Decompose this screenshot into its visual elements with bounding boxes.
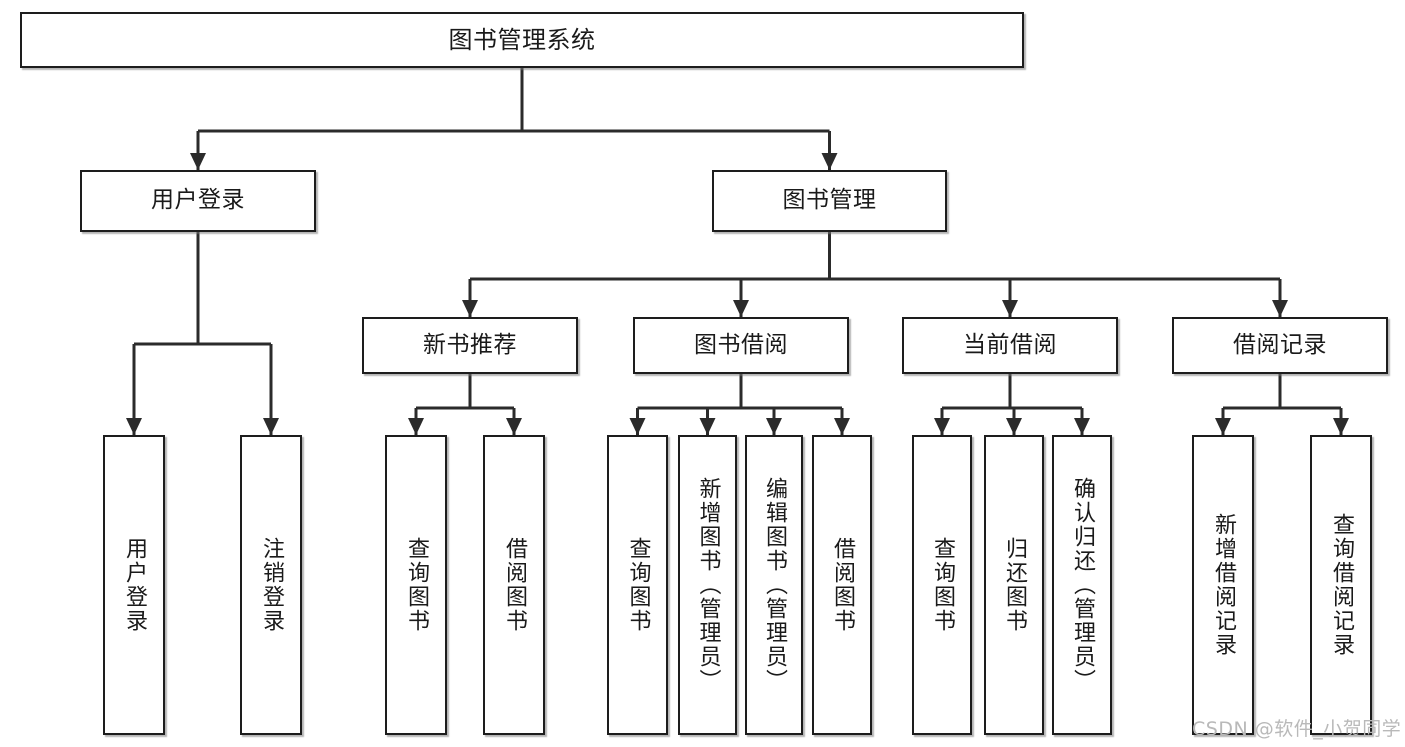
node-leaf-9[interactable]: 查询图书 [912, 435, 972, 735]
arrowhead-current-0 [934, 418, 950, 435]
arrowhead-records-0 [1215, 418, 1231, 435]
node-leaf-3[interactable]: 查询图书 [385, 435, 447, 735]
node-borrow[interactable]: 图书借阅 [633, 317, 849, 374]
arrowhead-root-1 [821, 153, 838, 170]
node-label: 注销登录 [258, 537, 284, 633]
node-root[interactable]: 图书管理系统 [20, 12, 1024, 68]
arrowhead-records-1 [1333, 418, 1349, 435]
node-label: 借阅记录 [1233, 331, 1327, 358]
node-leaf-1[interactable]: 用户登录 [103, 435, 165, 735]
arrowhead-current-1 [1006, 418, 1022, 435]
node-label: 归还图书 [1001, 537, 1027, 633]
node-label: 查询图书 [929, 537, 955, 633]
node-label: 图书管理系统 [448, 25, 596, 54]
node-newbook[interactable]: 新书推荐 [362, 317, 578, 374]
node-label: 查询图书 [625, 537, 651, 633]
node-label: 新书推荐 [423, 331, 517, 358]
node-leaf-2[interactable]: 注销登录 [240, 435, 302, 735]
node-label: 图书借阅 [694, 331, 788, 358]
node-label: 借阅图书 [829, 537, 855, 633]
node-label: 新增图书（管理员） [695, 477, 721, 693]
node-leaf-11[interactable]: 确认归还（管理员） [1052, 435, 1112, 735]
arrowhead-bookmgmt-1 [733, 300, 749, 317]
node-leaf-10[interactable]: 归还图书 [984, 435, 1044, 735]
arrowhead-newbook-1 [506, 418, 522, 435]
node-leaf-12[interactable]: 新增借阅记录 [1192, 435, 1254, 735]
node-label: 新增借阅记录 [1210, 513, 1236, 657]
node-leaf-4[interactable]: 借阅图书 [483, 435, 545, 735]
arrowhead-newbook-0 [408, 418, 424, 435]
arrowhead-current-2 [1074, 418, 1090, 435]
arrowhead-borrow-3 [834, 418, 850, 435]
arrowhead-bookmgmt-0 [462, 300, 478, 317]
node-leaf-7[interactable]: 编辑图书（管理员） [745, 435, 803, 735]
node-label: 确认归还（管理员） [1069, 477, 1095, 693]
node-label: 借阅图书 [501, 537, 527, 633]
node-records[interactable]: 借阅记录 [1172, 317, 1388, 374]
node-label: 用户登录 [121, 537, 147, 633]
arrowhead-login-1 [263, 418, 279, 435]
arrowhead-borrow-2 [766, 418, 782, 435]
arrowhead-bookmgmt-2 [1002, 300, 1018, 317]
node-login[interactable]: 用户登录 [80, 170, 316, 232]
node-leaf-8[interactable]: 借阅图书 [812, 435, 872, 735]
node-leaf-13[interactable]: 查询借阅记录 [1310, 435, 1372, 735]
node-label: 查询借阅记录 [1328, 513, 1354, 657]
node-current[interactable]: 当前借阅 [902, 317, 1118, 374]
node-label: 用户登录 [151, 187, 245, 214]
arrowhead-borrow-1 [699, 418, 716, 435]
arrowhead-login-0 [126, 418, 142, 435]
arrowhead-borrow-0 [629, 418, 646, 435]
node-label: 图书管理 [782, 187, 877, 214]
node-label: 查询图书 [403, 537, 429, 633]
node-label: 当前借阅 [963, 331, 1057, 358]
arrowhead-root-0 [190, 153, 206, 170]
node-leaf-6[interactable]: 新增图书（管理员） [678, 435, 737, 735]
arrowhead-bookmgmt-3 [1272, 300, 1288, 317]
node-bookmgmt[interactable]: 图书管理 [712, 170, 947, 232]
node-leaf-5[interactable]: 查询图书 [607, 435, 668, 735]
node-label: 编辑图书（管理员） [761, 477, 787, 693]
